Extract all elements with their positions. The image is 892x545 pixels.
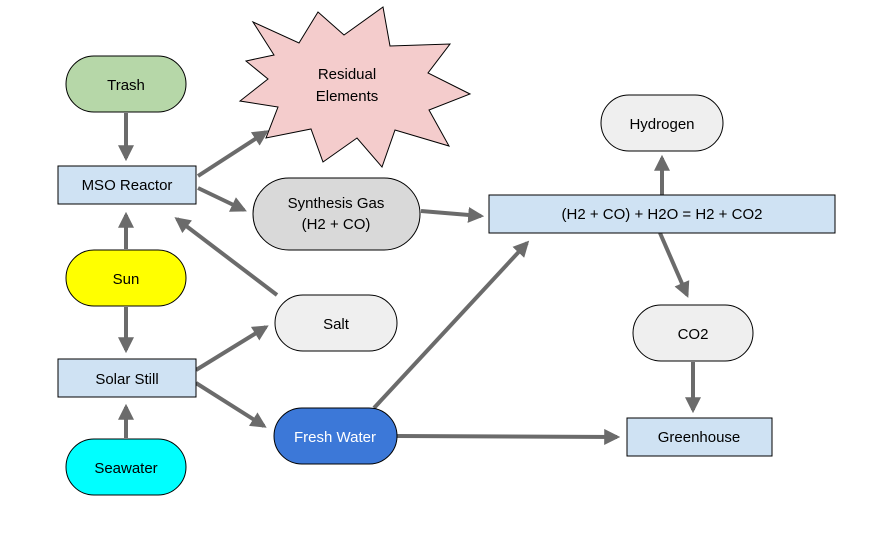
hydrogen-shape (600, 94, 724, 152)
synthesis-gas-label-line2: (H2 + CO) (302, 216, 371, 233)
sun-shape (65, 249, 187, 307)
co2-shape (632, 304, 754, 362)
synthesis-gas-label-line1: Synthesis Gas (288, 195, 385, 212)
greenhouse-label: Greenhouse (658, 429, 741, 446)
salt-shape (274, 294, 398, 352)
node-hydrogen[interactable]: Hydrogen (600, 94, 724, 152)
node-reaction[interactable]: (H2 + CO) + H2O = H2 + CO2 (488, 194, 836, 234)
salt-label: Salt (323, 316, 350, 333)
node-sun[interactable]: Sun (65, 249, 187, 307)
greenhouse-shape (626, 417, 773, 457)
seawater-label: Seawater (94, 460, 157, 477)
residual-elements-label-line2: Elements (316, 88, 379, 105)
node-trash[interactable]: Trash (65, 55, 187, 113)
trash-shape (65, 55, 187, 113)
trash-label: Trash (107, 77, 145, 94)
solar-still-shape (57, 358, 197, 398)
reaction-shape (488, 194, 836, 234)
co2-label: CO2 (678, 326, 709, 343)
sun-label: Sun (113, 271, 140, 288)
node-residual-elements[interactable]: Residual Elements (238, 6, 472, 168)
synthesis-gas-shape (252, 177, 421, 251)
hydrogen-label: Hydrogen (629, 116, 694, 133)
edge-reaction-to-co2 (658, 232, 690, 298)
node-salt[interactable]: Salt (274, 294, 398, 352)
fresh-water-label: Fresh Water (294, 429, 376, 446)
residual-elements-label-line1: Residual (318, 66, 376, 83)
edge-fresh-water-to-reaction (372, 240, 530, 410)
edge-mso-reactor-to-residual (196, 130, 269, 178)
node-greenhouse[interactable]: Greenhouse (626, 417, 773, 457)
edges (118, 113, 701, 445)
seawater-shape (65, 438, 187, 496)
node-co2[interactable]: CO2 (632, 304, 754, 362)
node-mso-reactor[interactable]: MSO Reactor (57, 165, 197, 205)
fresh-water-shape (273, 407, 398, 465)
node-synthesis-gas[interactable]: Synthesis Gas (H2 + CO) (252, 177, 421, 251)
edge-fresh-water-to-greenhouse (396, 428, 621, 445)
mso-reactor-label: MSO Reactor (82, 177, 173, 194)
residual-elements-starburst-shape (238, 6, 472, 168)
node-fresh-water[interactable]: Fresh Water (273, 407, 398, 465)
node-solar-still[interactable]: Solar Still (57, 358, 197, 398)
edge-synthesis-gas-to-reaction (420, 206, 485, 223)
mso-reactor-shape (57, 165, 197, 205)
reaction-label: (H2 + CO) + H2O = H2 + CO2 (562, 206, 763, 223)
node-seawater[interactable]: Seawater (65, 438, 187, 496)
edge-solar-still-to-fresh-water (194, 381, 267, 428)
edge-solar-still-to-salt (194, 325, 269, 372)
edge-salt-to-mso-reactor (174, 217, 279, 297)
edge-mso-reactor-to-synthesis-gas (197, 186, 247, 212)
solar-still-label: Solar Still (95, 371, 158, 388)
